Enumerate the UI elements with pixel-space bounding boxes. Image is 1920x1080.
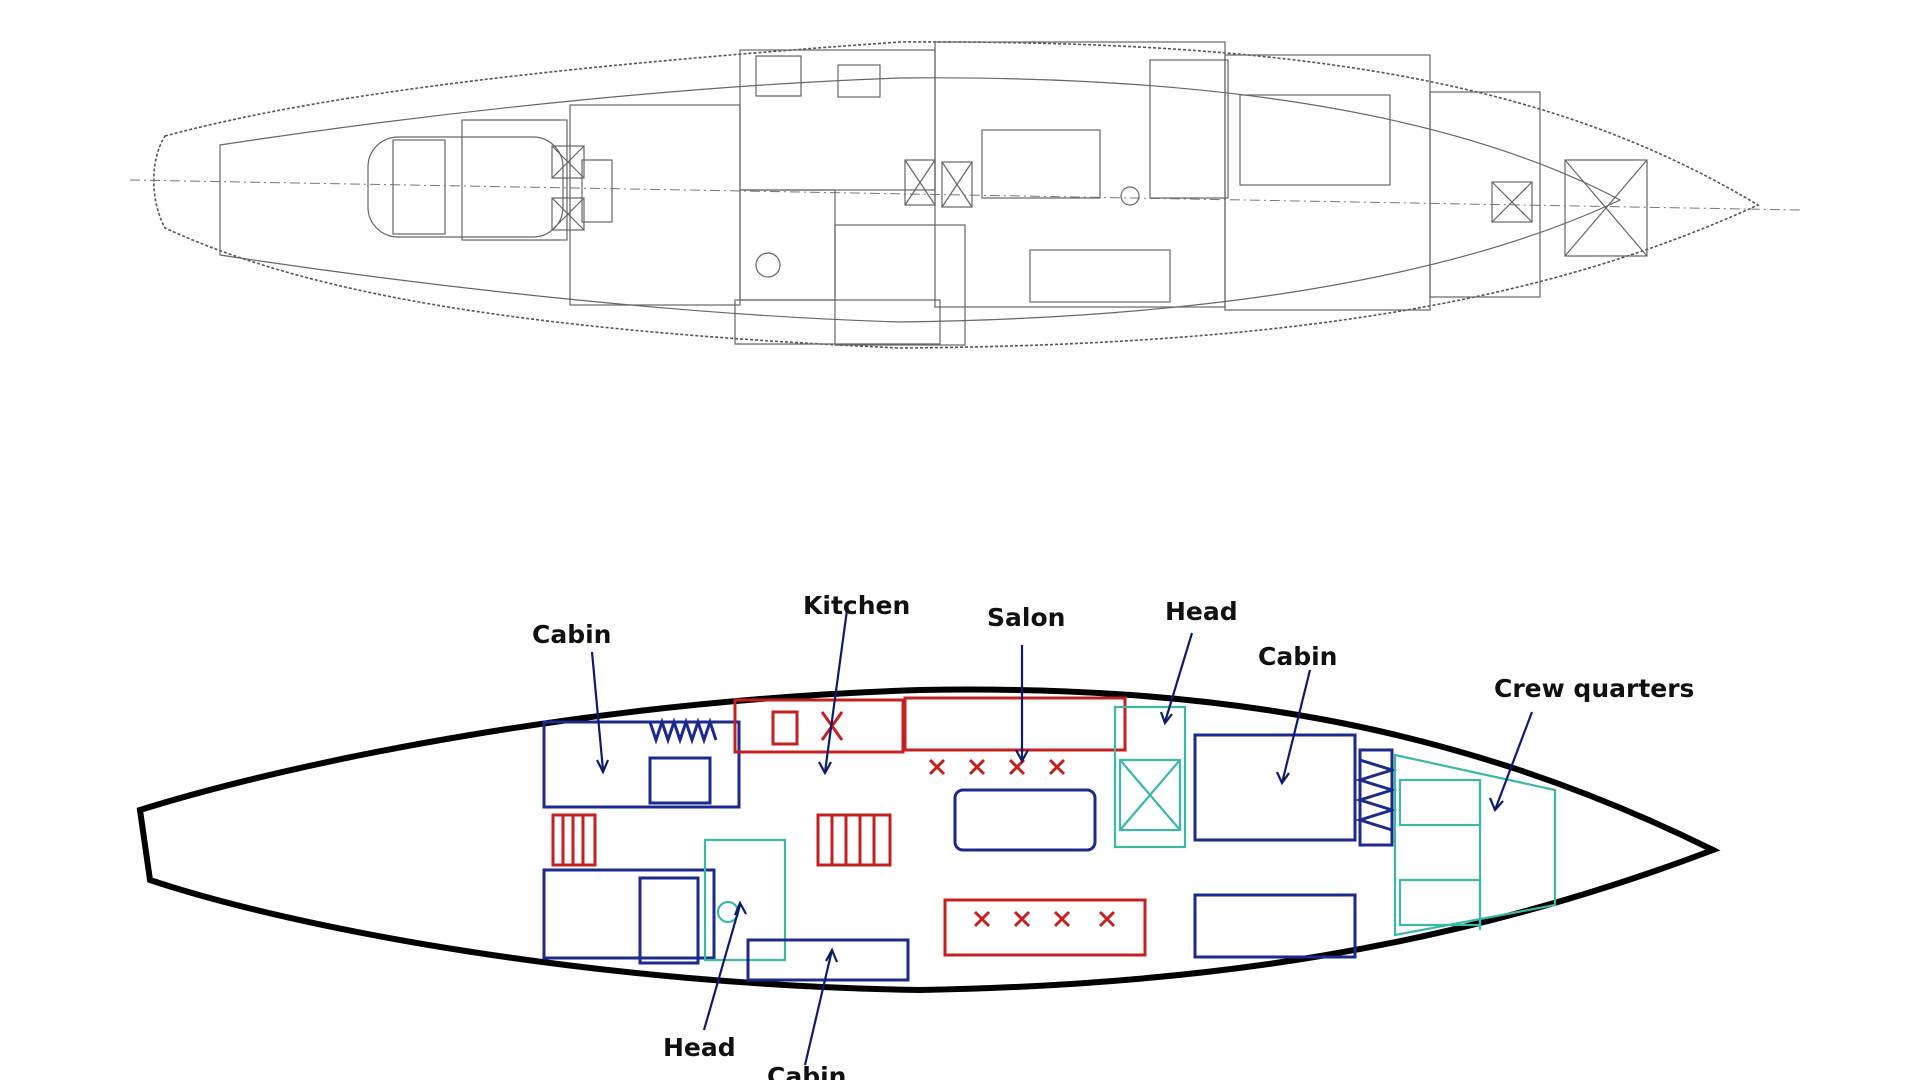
- kitchen-lower: [746, 938, 910, 982]
- top-chain-locker: [1429, 91, 1541, 298]
- top-fore-hatch: [1491, 181, 1533, 223]
- forward-cabin-port: [1193, 733, 1357, 842]
- top-mast: [1120, 186, 1140, 206]
- top-centerline: [129, 179, 1801, 211]
- crew-quarters: [1393, 753, 1557, 937]
- top-hatch-4: [941, 161, 973, 208]
- aft-closet-port: [648, 756, 712, 805]
- top-toilet: [755, 252, 781, 278]
- top-salon-table: [981, 129, 1101, 199]
- top-cabin-stbd: [734, 299, 941, 345]
- label-head-aft: Head: [663, 1033, 736, 1062]
- aft-closet-stbd: [638, 876, 700, 965]
- top-nav: [834, 224, 966, 346]
- top-galley-counter: [755, 55, 802, 97]
- top-hatch-3: [904, 159, 936, 206]
- label-cabin-aft-stbd: Cabin: [767, 1062, 846, 1080]
- original-deck-plan: [129, 41, 1801, 349]
- label-head-fwd: Head: [1165, 597, 1238, 626]
- top-salon-settee-stbd: [1029, 249, 1171, 303]
- label-crew-quarters: Crew quarters: [1494, 674, 1694, 703]
- bottom-hull-outline: [136, 686, 1721, 994]
- top-berth-fwd: [1239, 94, 1391, 186]
- top-interior-aft: [569, 104, 741, 306]
- forward-head: [1113, 705, 1187, 849]
- label-cabin-fwd: Cabin: [1258, 642, 1337, 671]
- top-hull-inner: [219, 77, 1622, 323]
- kitchen-stove: [771, 710, 799, 746]
- aft-cabin-stbd: [542, 868, 716, 960]
- top-helm-seat: [392, 139, 446, 235]
- top-aft-locker: [461, 119, 568, 241]
- forward-locker: [1354, 748, 1398, 847]
- top-head-aft: [739, 189, 836, 301]
- leader-arrows: [590, 609, 1534, 1066]
- salon-table: [953, 788, 1097, 852]
- salon-settee-stbd: [943, 898, 1147, 957]
- salon-settee-port: [903, 696, 1127, 752]
- aft-head: [703, 838, 787, 962]
- forward-cabin-stbd: [1193, 893, 1357, 959]
- aft-hanging-locker: [648, 717, 718, 745]
- top-steps: [581, 159, 613, 223]
- top-anchor-hatch: [1564, 159, 1648, 257]
- top-fwd-head: [1149, 59, 1229, 199]
- top-sink: [837, 64, 881, 98]
- label-cabin-aft-port: Cabin: [532, 620, 611, 649]
- aft-cabin-port: [542, 720, 741, 809]
- kitchen-counter: [733, 698, 905, 754]
- top-hatch-1: [551, 145, 585, 179]
- kitchen-steps: [816, 813, 892, 867]
- top-hatch-2: [551, 197, 585, 231]
- top-hull-outline: [153, 41, 1760, 349]
- salon-cushion-marks: [928, 758, 1116, 928]
- label-salon: Salon: [987, 603, 1065, 632]
- top-cockpit: [367, 136, 564, 238]
- annotated-layout-plan: Cabin Kitchen Salon Head Cabin Crew quar…: [136, 591, 1721, 1080]
- label-kitchen: Kitchen: [803, 591, 910, 620]
